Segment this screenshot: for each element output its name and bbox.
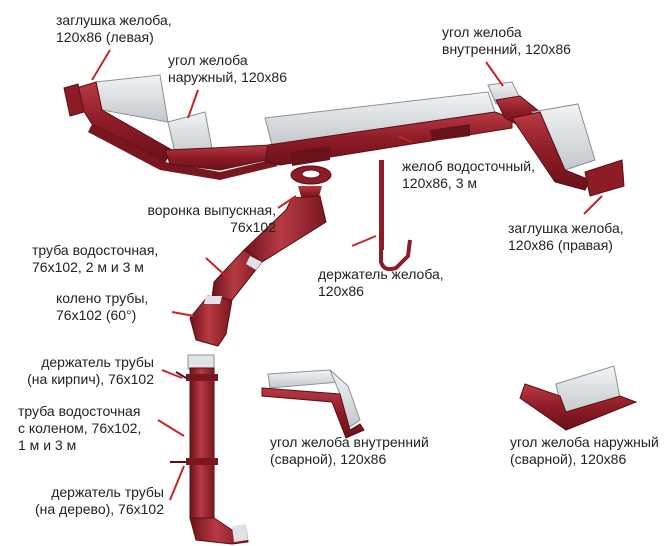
label-gutter-holder: держатель желоба, 120х86 [318, 266, 444, 299]
gutter-corner-outer [164, 111, 277, 171]
label-elbow: колено трубы, 76х102 (60°) [56, 290, 149, 323]
pipe-elbow [189, 295, 233, 347]
gutter-cap-right [584, 159, 625, 197]
downpipe-vertical [187, 354, 249, 545]
gutter-holder [379, 160, 412, 272]
label-cap-right: заглушка желоба, 120х86 (правая) [508, 220, 624, 253]
downpipe-diagonal [211, 195, 327, 301]
leader-corner-outer [187, 89, 199, 119]
label-corner-inner-welded: угол желоба внутренний (сварной), 120х86 [270, 434, 429, 467]
leader-outlet [277, 195, 297, 209]
leader-gutter-holder [351, 235, 377, 247]
outlet-funnel [290, 165, 332, 200]
leader-holder-wood [169, 465, 185, 501]
welded-inner-corner [261, 369, 365, 439]
leader-holder-brick [161, 369, 183, 379]
welded-outer-corner [519, 365, 638, 431]
gutter-right-run [511, 103, 596, 191]
gutter-main [264, 91, 513, 166]
label-pipe-holder-wood: держатель трубы (на дерево), 76х102 [34, 484, 164, 517]
leader-cap-left [91, 49, 111, 81]
label-corner-inner: угол желоба внутренний, 120х86 [442, 24, 571, 57]
leader-gutter [397, 135, 413, 143]
label-cap-left: заглушка желоба, 120х86 (левая) [56, 12, 172, 45]
leader-corner-inner [485, 61, 504, 87]
label-gutter: желоб водосточный, 120х86, 3 м [402, 158, 535, 191]
gutter-left-run [69, 74, 278, 180]
label-pipe-holder-brick: держатель трубы (на кирпич), 76х102 [27, 354, 154, 387]
label-corner-outer: угол желоба наружный, 120х86 [168, 52, 287, 85]
label-outlet: воронка выпускная, 76х102 [147, 202, 276, 235]
leader-pipe [205, 257, 229, 279]
pipe-holder-brick [175, 371, 218, 381]
label-pipe-with-elbow: труба водосточная с коленом, 76х102, 1 м… [18, 403, 142, 453]
leader-lines [91, 49, 603, 501]
label-corner-outer-welded: угол желоба наружный (сварной), 120х86 [510, 434, 659, 467]
leader-elbow [171, 311, 195, 317]
label-pipe: труба водосточная, 76х102, 2 м и 3 м [32, 242, 159, 275]
leader-cap-right [583, 195, 603, 215]
leader-pipe-elbow [157, 419, 185, 437]
pipe-holder-wood [170, 458, 218, 465]
gutter-cap-left [63, 83, 85, 117]
